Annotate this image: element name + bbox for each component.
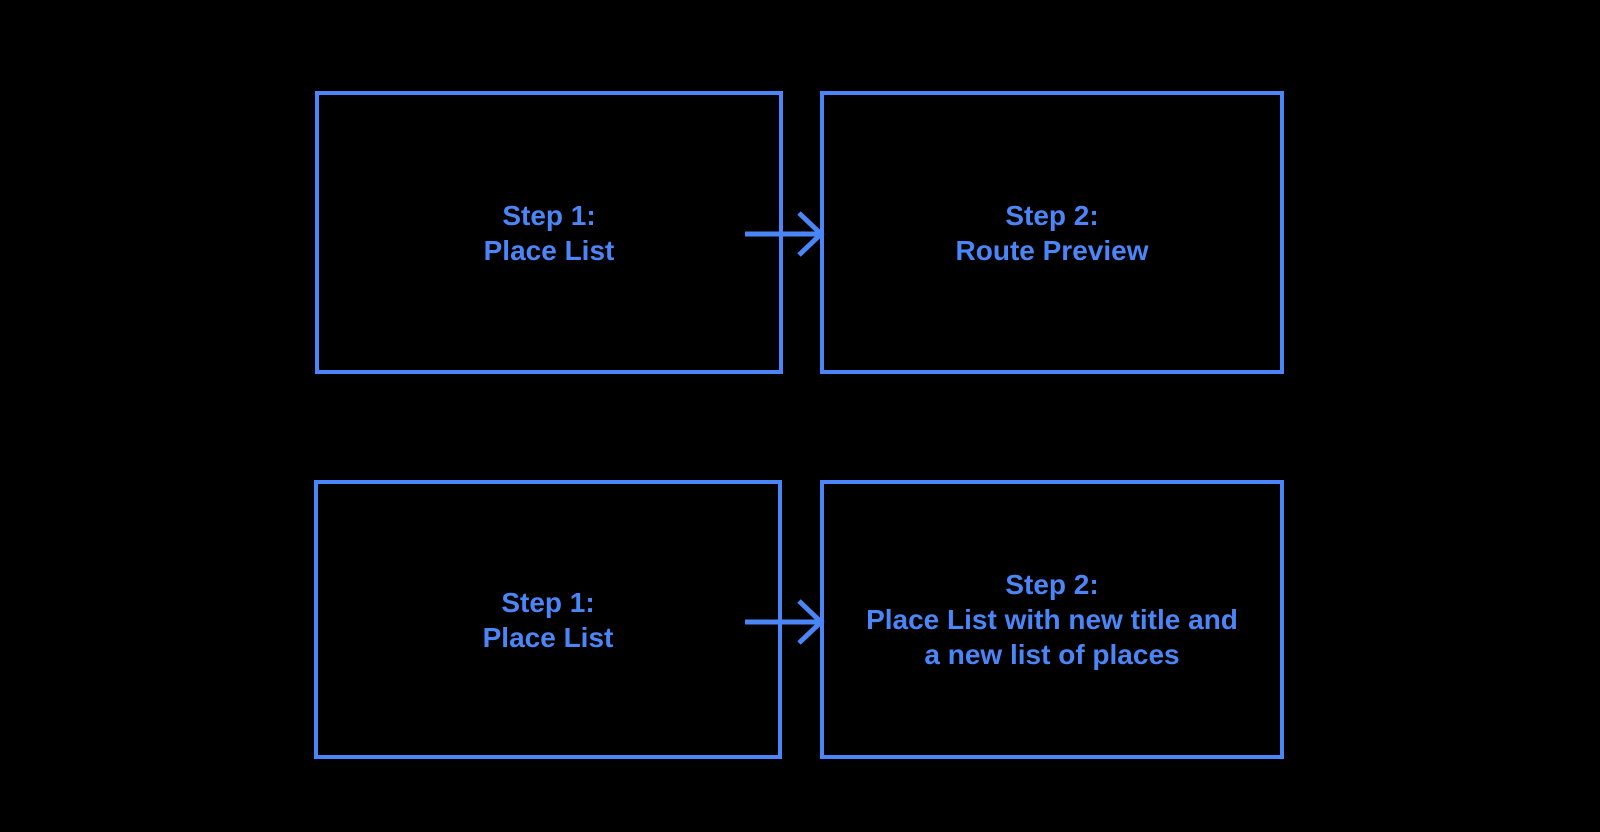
flow-box-row1-step1: Step 1: Place List — [315, 91, 783, 374]
flow-box-row1-step2: Step 2: Route Preview — [820, 91, 1284, 374]
flow-box-row2-step2: Step 2: Place List with new title and a … — [820, 480, 1284, 759]
box-label-line: Step 1: — [501, 586, 595, 618]
box-label-line: Step 1: — [502, 199, 596, 231]
box-label-line: Place List — [482, 621, 614, 653]
box-label-line: Place List — [483, 234, 615, 266]
box-label-line: Step 2: — [1005, 199, 1099, 231]
box-label-line: Route Preview — [955, 234, 1149, 266]
box-label-line: a new list of places — [924, 639, 1180, 670]
flow-box-row2-step1: Step 1: Place List — [314, 480, 782, 759]
box-label-line: Place List with new title and — [866, 604, 1238, 635]
box-label-line: Step 2: — [1005, 569, 1099, 600]
